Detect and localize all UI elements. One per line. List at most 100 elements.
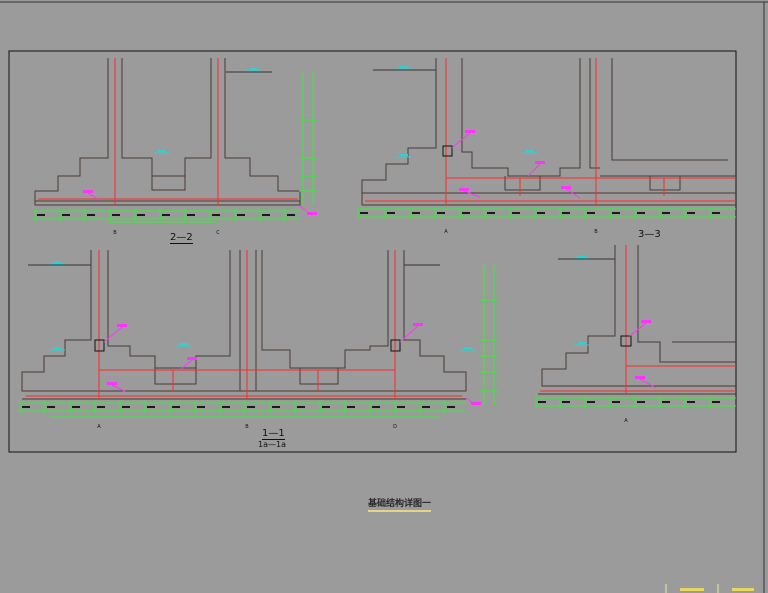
elevation-mark xyxy=(464,347,472,349)
dim-text-mark xyxy=(162,214,170,216)
dim-text-mark xyxy=(662,401,670,403)
rebar-tag xyxy=(635,376,645,379)
footing-outline xyxy=(361,58,736,194)
dim-text-mark xyxy=(512,212,520,214)
elevation-mark xyxy=(180,343,188,345)
rebar-tag xyxy=(83,190,93,193)
title-block-marks xyxy=(665,584,754,593)
rebar-tag xyxy=(535,161,545,164)
axis-label: A xyxy=(624,418,628,424)
dim-text-mark xyxy=(462,212,470,214)
dim-text-mark xyxy=(397,406,405,408)
dim-text-mark xyxy=(487,212,495,214)
column-box xyxy=(94,339,105,352)
dim-text-mark xyxy=(222,406,230,408)
rebar-tag xyxy=(459,188,469,191)
dim-text-mark xyxy=(687,212,695,214)
section-sublabel-1a-1a: 1a—1a xyxy=(258,440,286,449)
pit-outline xyxy=(154,368,197,385)
dim-text-mark xyxy=(122,406,130,408)
dim-text-mark xyxy=(287,214,295,216)
dim-text-mark xyxy=(147,406,155,408)
rebar-tag-leader xyxy=(465,397,477,406)
footing-inner xyxy=(121,58,212,177)
rebar-tag xyxy=(107,382,117,385)
dim-text-mark xyxy=(372,406,380,408)
section-label-3-3: 3—3 xyxy=(638,229,661,240)
footing-inner-right xyxy=(611,58,728,161)
dim-text-mark xyxy=(112,214,120,216)
rebar-tag xyxy=(413,323,423,326)
axis-label: B xyxy=(245,424,249,430)
pit-outline xyxy=(151,176,186,191)
dim-text-mark xyxy=(662,212,670,214)
dim-text-mark xyxy=(347,406,355,408)
sheet-title: 基础结构详图一 xyxy=(368,496,432,512)
dim-text-mark xyxy=(262,214,270,216)
rebar-tag-leader xyxy=(87,192,99,200)
dim-text-mark xyxy=(37,214,45,216)
drawing-frame xyxy=(8,50,737,453)
elevation-mark xyxy=(250,68,258,70)
footing-inner xyxy=(261,250,389,369)
dim-text-mark xyxy=(172,406,180,408)
rebar-tag-leader xyxy=(179,359,193,371)
rebar-tag-leader xyxy=(399,325,419,343)
rebar-tag xyxy=(465,130,475,133)
pit-outline xyxy=(504,176,541,191)
axis-label: B xyxy=(594,229,598,235)
footing-inner xyxy=(637,245,736,363)
dim-text-mark xyxy=(538,401,546,403)
elevation-mark xyxy=(53,347,61,349)
elevation-mark xyxy=(53,261,61,263)
dim-text-mark xyxy=(137,214,145,216)
dim-text-mark xyxy=(612,401,620,403)
rebar-tag-leader xyxy=(111,384,127,393)
dim-text-mark xyxy=(247,406,255,408)
rebar-tag-leader xyxy=(103,326,123,343)
axis-label: A xyxy=(444,229,448,235)
column-box xyxy=(390,339,401,352)
dim-text-mark xyxy=(562,401,570,403)
dim-text-mark xyxy=(412,212,420,214)
rebar-tag-leader xyxy=(565,188,581,199)
dim-text-mark xyxy=(587,401,595,403)
elevation-mark xyxy=(400,154,408,156)
rebar-tag xyxy=(641,320,651,323)
footing-inner xyxy=(107,250,231,369)
dim-text-mark xyxy=(712,401,720,403)
column-box xyxy=(620,335,632,347)
rebar-tag-leader xyxy=(629,322,647,337)
axis-label: C xyxy=(216,230,220,236)
dim-text-mark xyxy=(187,214,195,216)
rebar-tag xyxy=(117,324,127,327)
rebar-tag-leader xyxy=(451,132,471,149)
dim-text-mark xyxy=(212,214,220,216)
dim-text-mark xyxy=(712,212,720,214)
axis-label: A xyxy=(97,424,101,430)
dim-text-mark xyxy=(437,212,445,214)
dim-text-mark xyxy=(197,406,205,408)
dim-text-mark xyxy=(72,406,80,408)
rebar-tag xyxy=(187,357,197,360)
elevation-mark xyxy=(578,342,586,344)
elevation-mark xyxy=(526,150,534,152)
dim-text-mark xyxy=(587,212,595,214)
dim-text-mark xyxy=(422,406,430,408)
rebar-tag xyxy=(561,186,571,189)
dim-text-mark xyxy=(272,406,280,408)
section-partial: A xyxy=(535,245,736,424)
rebar-tag-leader xyxy=(299,205,313,216)
pit-outline xyxy=(299,368,339,385)
footing-inner xyxy=(461,58,581,177)
rebar-tag-leader xyxy=(527,163,541,177)
rebar-tag xyxy=(307,212,317,215)
dim-text-mark xyxy=(297,406,305,408)
dim-text-mark xyxy=(687,401,695,403)
wall xyxy=(589,58,600,169)
dim-text-mark xyxy=(47,406,55,408)
